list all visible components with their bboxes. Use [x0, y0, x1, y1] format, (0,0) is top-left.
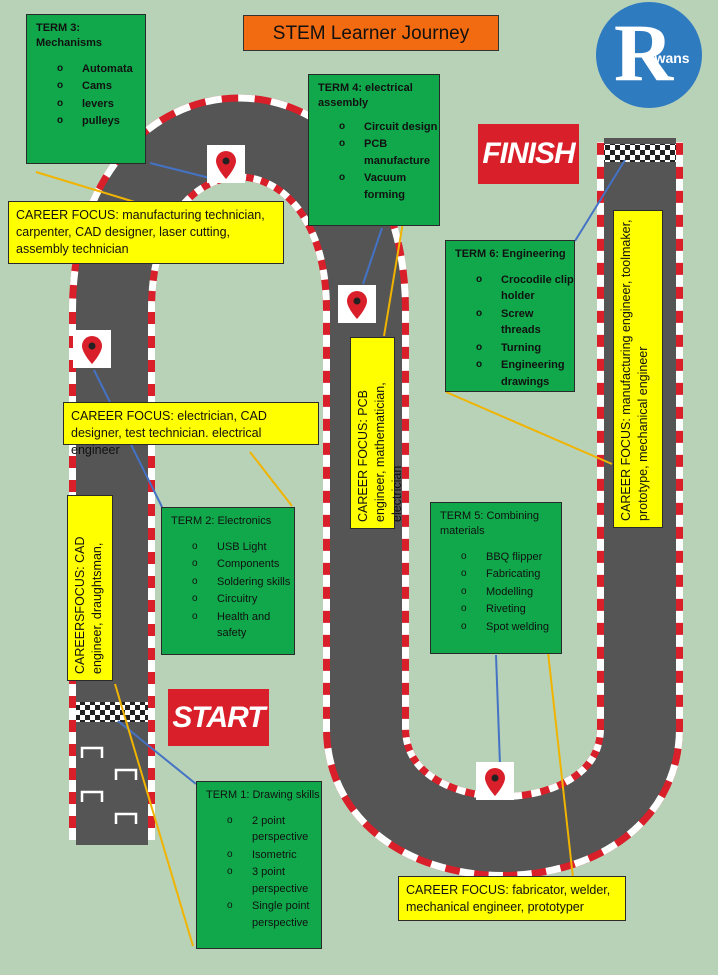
- career-focus-term4: CAREER FOCUS: PCB engineer, mathematicia…: [350, 337, 404, 529]
- list-item: BBQ flipper: [431, 549, 561, 566]
- start-sign: START: [168, 689, 269, 746]
- term5-list: BBQ flipper Fabricating Modelling Riveti…: [431, 549, 561, 636]
- list-item: Vacuum forming: [309, 170, 439, 203]
- term6-box: TERM 6: Engineering Crocodile clip holde…: [445, 240, 575, 392]
- logo-text: owans: [646, 50, 690, 66]
- list-item: Cams: [27, 78, 145, 95]
- finish-line: [604, 144, 676, 162]
- list-item: Components: [162, 556, 294, 573]
- list-item: USB Light: [162, 539, 294, 556]
- list-item: Fabricating: [431, 566, 561, 583]
- finish-sign: FINISH: [478, 124, 579, 184]
- list-item: Circuit design: [309, 119, 439, 136]
- list-item: Riveting: [431, 601, 561, 618]
- map-pin-icon: [338, 285, 376, 323]
- term6-list: Crocodile clip holder Screw threads Turn…: [446, 272, 574, 391]
- term2-box: TERM 2: Electronics USB Light Components…: [161, 507, 295, 655]
- list-item: Spot welding: [431, 619, 561, 636]
- map-pin-icon: [207, 145, 245, 183]
- starting-grid: [80, 746, 138, 824]
- term2-heading: TERM 2: Electronics: [171, 515, 272, 527]
- list-item: PCB manufacture: [309, 136, 439, 169]
- map-pin-icon: [73, 330, 111, 368]
- list-item: Isometric: [197, 847, 321, 864]
- term3-heading: TERM 3: Mechanisms: [36, 22, 103, 49]
- list-item: Automata: [27, 61, 145, 78]
- list-item: 3 point perspective: [197, 864, 321, 897]
- career-focus-term6: CAREER FOCUS: manufacturing engineer, to…: [613, 210, 663, 528]
- term3-list: Automata Cams levers pulleys: [27, 61, 145, 130]
- logo-letter: R: [614, 7, 674, 98]
- list-item: Single point perspective: [197, 898, 321, 931]
- term4-box: TERM 4: electrical assembly Circuit desi…: [308, 74, 440, 226]
- list-item: Health and safety: [162, 609, 294, 642]
- connector-arrows: [35, 159, 626, 947]
- page-title: STEM Learner Journey: [243, 15, 499, 51]
- term4-list: Circuit design PCB manufacture Vacuum fo…: [309, 119, 439, 204]
- career-focus-term3: CAREER FOCUS: manufacturing technician, …: [8, 201, 284, 264]
- term1-box: TERM 1: Drawing skills 2 point perspecti…: [196, 781, 322, 949]
- career-focus-term2: CAREER FOCUS: electrician, CAD designer,…: [63, 402, 319, 457]
- term1-list: 2 point perspective Isometric 3 point pe…: [197, 813, 321, 932]
- term2-list: USB Light Components Soldering skills Ci…: [162, 539, 294, 642]
- list-item: Screw threads: [446, 306, 574, 339]
- list-item: pulleys: [27, 113, 145, 130]
- term5-heading: TERM 5: Combining materials: [440, 510, 540, 537]
- list-item: levers: [27, 96, 145, 113]
- career-focus-term5: CAREER FOCUS: fabricator, welder, mechan…: [398, 876, 626, 921]
- term5-box: TERM 5: Combining materials BBQ flipper …: [430, 502, 562, 654]
- list-item: Turning: [446, 340, 574, 357]
- list-item: Engineering drawings: [446, 357, 574, 390]
- list-item: Circuitry: [162, 591, 294, 608]
- start-line: [76, 702, 148, 722]
- list-item: Modelling: [431, 584, 561, 601]
- list-item: 2 point perspective: [197, 813, 321, 846]
- term1-heading: TERM 1: Drawing skills: [206, 789, 320, 801]
- term3-box: TERM 3: Mechanisms Automata Cams levers …: [26, 14, 146, 164]
- rowans-logo: R owans: [596, 2, 702, 108]
- map-pin-icon: [476, 762, 514, 800]
- term4-heading: TERM 4: electrical assembly: [318, 82, 413, 109]
- career-focus-term1: CAREERSFOCUS: CAD engineer, draughtsman,: [67, 495, 113, 681]
- list-item: Soldering skills: [162, 574, 294, 591]
- term6-heading: TERM 6: Engineering: [455, 248, 566, 260]
- list-item: Crocodile clip holder: [446, 272, 574, 305]
